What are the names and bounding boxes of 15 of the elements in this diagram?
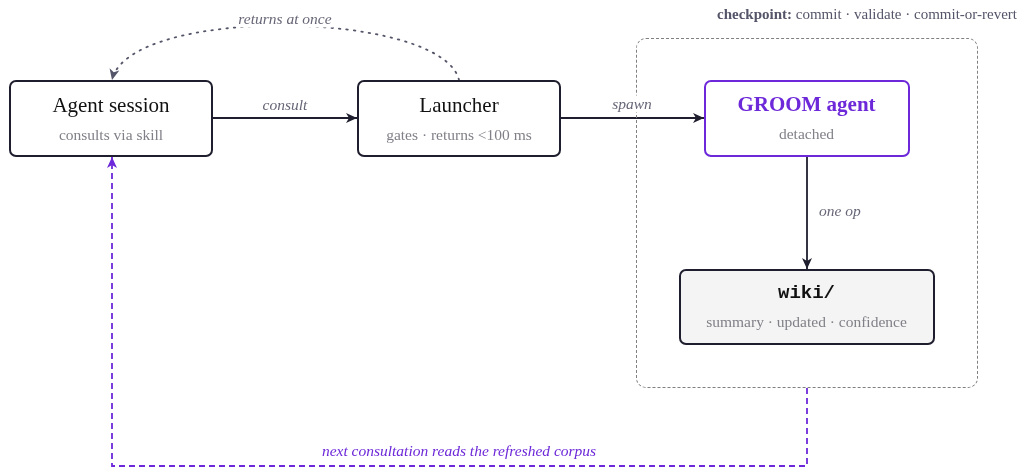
process-box	[703, 79, 910, 157]
box-title: Launcher	[419, 92, 499, 118]
process-box	[9, 80, 213, 157]
box-title: GROOM agent	[737, 92, 876, 118]
edge-label: next consultation reads the refreshed corpus	[319, 442, 599, 460]
box-title: wiki/	[778, 281, 835, 305]
box-title: Agent session	[52, 92, 170, 118]
box-subtitle: summary · updated · confidence	[706, 312, 907, 332]
box-subtitle: detached	[778, 125, 835, 144]
process-box	[678, 268, 935, 345]
box-subtitle: consults via skill	[58, 125, 164, 145]
edge-label: spawn	[610, 95, 654, 113]
box-subtitle: gates · returns <100 ms	[386, 125, 532, 145]
process-box	[357, 80, 561, 157]
group-heading: checkpoint: commit · validate · commit-or-revert	[716, 6, 1017, 23]
